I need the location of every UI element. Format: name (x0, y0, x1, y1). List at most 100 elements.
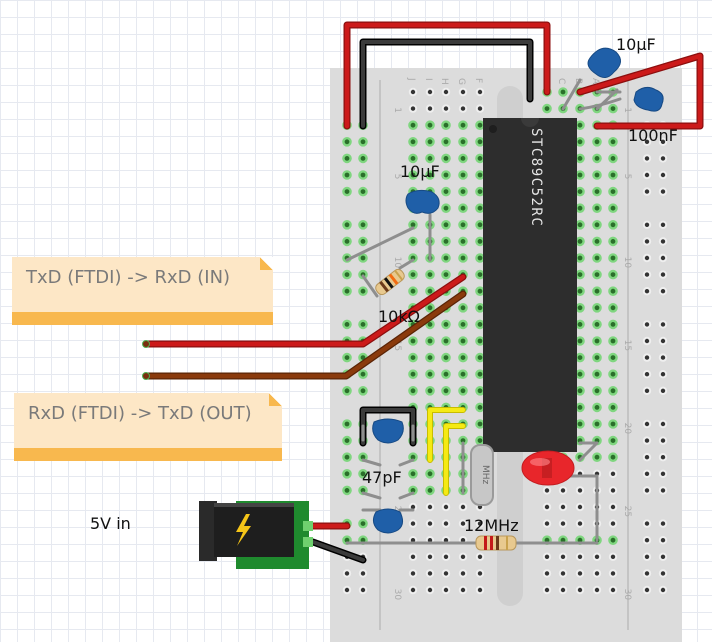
breadboard-hole[interactable] (342, 585, 352, 595)
breadboard-hole[interactable] (658, 569, 668, 578)
breadboard-hole[interactable] (575, 153, 585, 164)
breadboard-hole[interactable] (592, 385, 602, 396)
breadboard-hole[interactable] (342, 385, 352, 396)
breadboard-hole[interactable] (458, 253, 468, 263)
breadboard-hole[interactable] (608, 219, 618, 230)
breadboard-hole[interactable] (608, 203, 618, 213)
breadboard-hole[interactable] (475, 236, 485, 247)
breadboard-hole[interactable] (358, 385, 368, 396)
breadboard-hole[interactable] (642, 486, 652, 495)
breadboard-hole[interactable] (592, 286, 602, 297)
breadboard-hole[interactable] (441, 502, 451, 512)
breadboard-hole[interactable] (658, 386, 668, 395)
breadboard-hole[interactable] (342, 452, 352, 463)
breadboard-hole[interactable] (642, 137, 652, 147)
breadboard-hole[interactable] (458, 352, 468, 363)
breadboard-hole[interactable] (608, 319, 618, 330)
breadboard-hole[interactable] (542, 502, 552, 512)
breadboard-hole[interactable] (642, 453, 652, 462)
breadboard-hole[interactable] (608, 419, 618, 429)
breadboard-hole[interactable] (441, 369, 451, 380)
breadboard-hole[interactable] (425, 385, 435, 396)
breadboard-hole[interactable] (575, 385, 585, 396)
breadboard-hole[interactable] (358, 219, 368, 230)
breadboard-hole[interactable] (592, 402, 602, 413)
breadboard-hole[interactable] (475, 569, 485, 578)
resistor-10k[interactable] (374, 267, 407, 296)
breadboard-hole[interactable] (425, 120, 435, 130)
breadboard-hole[interactable] (475, 136, 485, 147)
breadboard-hole[interactable] (575, 486, 585, 495)
breadboard-hole[interactable] (642, 469, 652, 478)
breadboard-hole[interactable] (358, 585, 368, 595)
breadboard-hole[interactable] (358, 153, 368, 164)
breadboard-hole[interactable] (408, 352, 418, 363)
breadboard-hole[interactable] (425, 585, 435, 595)
breadboard-hole[interactable] (658, 453, 668, 462)
breadboard-hole[interactable] (575, 352, 585, 363)
breadboard-hole[interactable] (408, 519, 418, 528)
breadboard-hole[interactable] (358, 319, 368, 330)
breadboard-hole[interactable] (575, 253, 585, 263)
breadboard-hole[interactable] (608, 435, 618, 446)
breadboard-hole[interactable] (475, 519, 485, 528)
breadboard-hole[interactable] (342, 419, 352, 429)
breadboard-hole[interactable] (608, 170, 618, 180)
breadboard-hole[interactable] (408, 286, 418, 297)
breadboard-hole[interactable] (408, 569, 418, 578)
breadboard-hole[interactable] (642, 220, 652, 230)
breadboard-hole[interactable] (592, 319, 602, 330)
breadboard-hole[interactable] (425, 302, 435, 313)
breadboard-hole[interactable] (542, 486, 552, 495)
breadboard-hole[interactable] (658, 585, 668, 595)
breadboard-hole[interactable] (358, 170, 368, 180)
breadboard-hole[interactable] (342, 153, 352, 164)
breadboard-hole[interactable] (558, 486, 568, 495)
breadboard-hole[interactable] (558, 502, 568, 512)
breadboard-hole[interactable] (658, 253, 668, 263)
breadboard-hole[interactable] (458, 136, 468, 147)
breadboard-hole[interactable] (408, 236, 418, 247)
breadboard-hole[interactable] (642, 287, 652, 296)
breadboard-hole[interactable] (658, 220, 668, 230)
breadboard-hole[interactable] (425, 519, 435, 528)
breadboard-hole[interactable] (458, 203, 468, 213)
breadboard-hole[interactable] (458, 585, 468, 595)
capacitor-100nf[interactable] (633, 86, 664, 112)
breadboard-hole[interactable] (441, 203, 451, 213)
breadboard-hole[interactable] (558, 519, 568, 528)
capacitor-10uf-reset[interactable] (405, 189, 440, 214)
breadboard-hole[interactable] (425, 502, 435, 512)
breadboard-hole[interactable] (642, 187, 652, 196)
breadboard-hole[interactable] (575, 552, 585, 561)
power-jack[interactable] (199, 501, 313, 569)
breadboard-hole[interactable] (458, 552, 468, 561)
breadboard-hole[interactable] (425, 336, 435, 346)
breadboard-hole[interactable] (608, 452, 618, 463)
breadboard-hole[interactable] (642, 270, 652, 279)
breadboard-hole[interactable] (475, 352, 485, 363)
breadboard-hole[interactable] (642, 237, 652, 246)
breadboard-hole[interactable] (441, 219, 451, 230)
breadboard-hole[interactable] (458, 569, 468, 578)
breadboard-hole[interactable] (658, 336, 668, 346)
breadboard-hole[interactable] (592, 219, 602, 230)
breadboard-hole[interactable] (425, 269, 435, 280)
breadboard-hole[interactable] (608, 552, 618, 561)
breadboard-hole[interactable] (441, 253, 451, 263)
breadboard-hole[interactable] (558, 585, 568, 595)
breadboard-hole[interactable] (475, 552, 485, 561)
breadboard-hole[interactable] (642, 569, 652, 578)
breadboard-hole[interactable] (475, 269, 485, 280)
capacitor-47pf-bottom[interactable] (372, 508, 404, 534)
breadboard-hole[interactable] (475, 402, 485, 413)
breadboard-hole[interactable] (458, 153, 468, 164)
breadboard-hole[interactable] (475, 302, 485, 313)
breadboard-hole[interactable] (658, 436, 668, 445)
wire-end-txd[interactable] (142, 340, 150, 348)
breadboard-hole[interactable] (575, 336, 585, 346)
breadboard-hole[interactable] (542, 552, 552, 561)
breadboard-hole[interactable] (458, 319, 468, 330)
breadboard-hole[interactable] (592, 203, 602, 213)
breadboard-hole[interactable] (475, 585, 485, 595)
